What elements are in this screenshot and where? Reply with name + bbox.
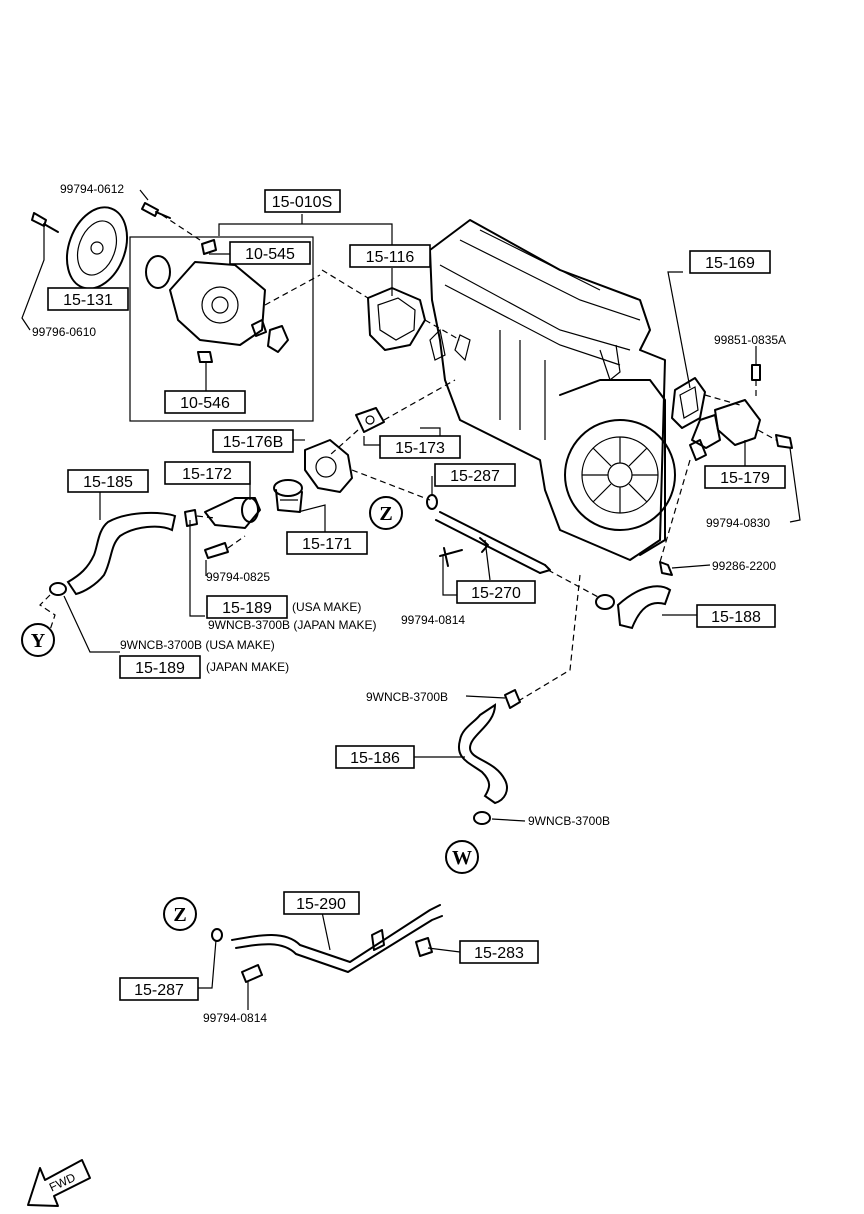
callout-9wncb-3700b-lower: 9WNCB-3700B	[528, 814, 610, 828]
callout-99851-0835a: 99851-0835A	[714, 333, 786, 347]
callout-99794-0814-bottom: 99794-0814	[203, 1011, 267, 1025]
callout-99796-0610: 99796-0610	[32, 325, 96, 339]
svg-text:15-176B: 15-176B	[223, 434, 284, 451]
callout-99794-0612: 99794-0612	[60, 182, 124, 196]
svg-text:15-173: 15-173	[395, 440, 445, 457]
part-label-15-173: 15-173	[379, 435, 461, 459]
hose-15-186	[457, 574, 581, 825]
leader-lines	[21, 189, 801, 1010]
thermostat-group	[184, 379, 601, 599]
svg-text:15-290: 15-290	[296, 896, 346, 913]
callout-99794-0814-top: 99794-0814	[401, 613, 465, 627]
part-label-15-287-bottom: 15-287	[119, 977, 199, 1001]
ref-circle-z-top: Z	[369, 496, 403, 530]
ref-circle-w: W	[445, 840, 479, 874]
svg-text:Y: Y	[31, 630, 46, 652]
part-label-15-171: 15-171	[286, 531, 368, 555]
part-label-15-283: 15-283	[459, 940, 539, 964]
part-label-15-176b: 15-176B	[212, 429, 294, 453]
svg-text:15-188: 15-188	[711, 609, 761, 626]
callout-japan-make: (JAPAN MAKE)	[206, 660, 289, 674]
ref-circle-y: Y	[21, 623, 55, 657]
callout-9wncb-usa-make: 9WNCB-3700B (USA MAKE)	[120, 638, 275, 652]
callout-99286-2200: 99286-2200	[712, 559, 776, 573]
svg-text:15-186: 15-186	[350, 750, 400, 767]
svg-text:15-171: 15-171	[302, 536, 352, 553]
part-label-15-287-top: 15-287	[434, 463, 516, 487]
part-label-15-010s: 15-010S	[264, 189, 341, 213]
part-label-15-172: 15-172	[164, 461, 251, 485]
part-label-15-290: 15-290	[283, 891, 360, 915]
callout-99794-0825: 99794-0825	[206, 570, 270, 584]
svg-text:10-546: 10-546	[180, 395, 230, 412]
ref-circle-z-bottom: Z	[163, 897, 197, 931]
svg-text:15-287: 15-287	[134, 982, 184, 999]
svg-text:15-270: 15-270	[471, 585, 521, 602]
svg-text:Z: Z	[173, 904, 186, 926]
svg-text:15-116: 15-116	[366, 249, 415, 266]
svg-text:15-185: 15-185	[83, 474, 133, 491]
svg-text:15-189: 15-189	[222, 600, 272, 617]
water-outlet-group	[595, 364, 793, 630]
callout-99794-0830: 99794-0830	[706, 516, 770, 530]
part-label-15-185: 15-185	[67, 469, 149, 493]
part-label-15-188: 15-188	[696, 604, 776, 628]
svg-text:15-283: 15-283	[474, 945, 524, 962]
svg-text:Z: Z	[379, 503, 392, 525]
callout-9wncb-japan-make: 9WNCB-3700B (JAPAN MAKE)	[208, 618, 377, 632]
part-label-10-546: 10-546	[164, 390, 246, 414]
callout-usa-make: (USA MAKE)	[292, 600, 361, 614]
engine-block	[429, 219, 676, 561]
part-label-15-186: 15-186	[335, 745, 415, 769]
part-label-15-169: 15-169	[689, 250, 771, 274]
callout-9wncb-3700b-upper: 9WNCB-3700B	[366, 690, 448, 704]
fwd-arrow-icon	[27, 1159, 91, 1207]
svg-text:15-010S: 15-010S	[272, 194, 333, 211]
pipe-15-290	[211, 904, 443, 983]
svg-text:15-179: 15-179	[720, 470, 770, 487]
part-label-15-179: 15-179	[704, 465, 786, 489]
part-label-15-189-usa: 15-189	[206, 595, 288, 619]
svg-text:W: W	[452, 847, 472, 869]
svg-text:10-545: 10-545	[245, 246, 295, 263]
svg-text:15-287: 15-287	[450, 468, 500, 485]
part-label-15-270: 15-270	[456, 580, 536, 604]
svg-text:15-172: 15-172	[182, 466, 232, 483]
hose-15-185	[39, 511, 177, 631]
svg-text:15-169: 15-169	[705, 255, 755, 272]
part-label-15-116: 15-116	[349, 244, 431, 268]
part-label-10-545: 10-545	[229, 241, 311, 265]
part-label-15-131: 15-131	[47, 287, 129, 311]
svg-text:15-189: 15-189	[135, 660, 185, 677]
svg-text:15-131: 15-131	[63, 292, 113, 309]
part-label-15-189-japan: 15-189	[119, 655, 201, 679]
